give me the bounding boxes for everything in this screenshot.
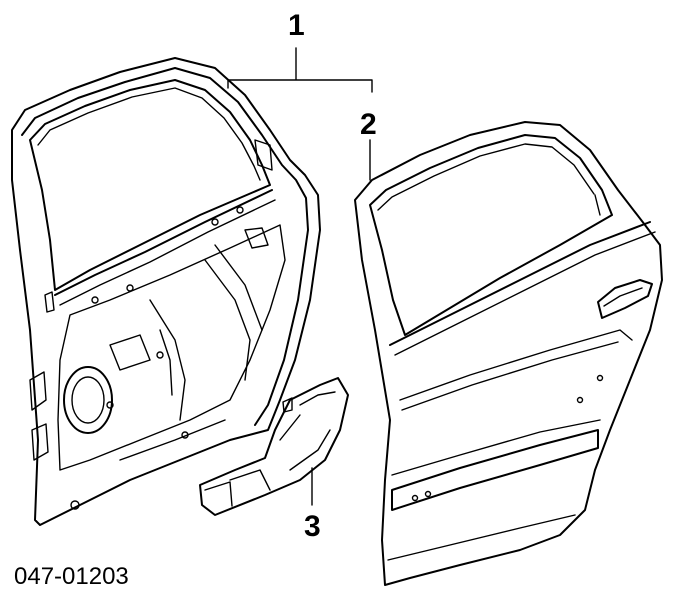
callout-3: 3 bbox=[304, 510, 321, 543]
callout-1: 1 bbox=[288, 9, 305, 42]
leader-lines bbox=[227, 47, 373, 506]
outer-door-panel bbox=[354, 121, 663, 586]
inner-door-frame bbox=[11, 57, 321, 526]
callout-2: 2 bbox=[360, 108, 377, 141]
bracket-part-3 bbox=[199, 377, 349, 516]
part-number-label: 047-01203 bbox=[14, 563, 129, 590]
